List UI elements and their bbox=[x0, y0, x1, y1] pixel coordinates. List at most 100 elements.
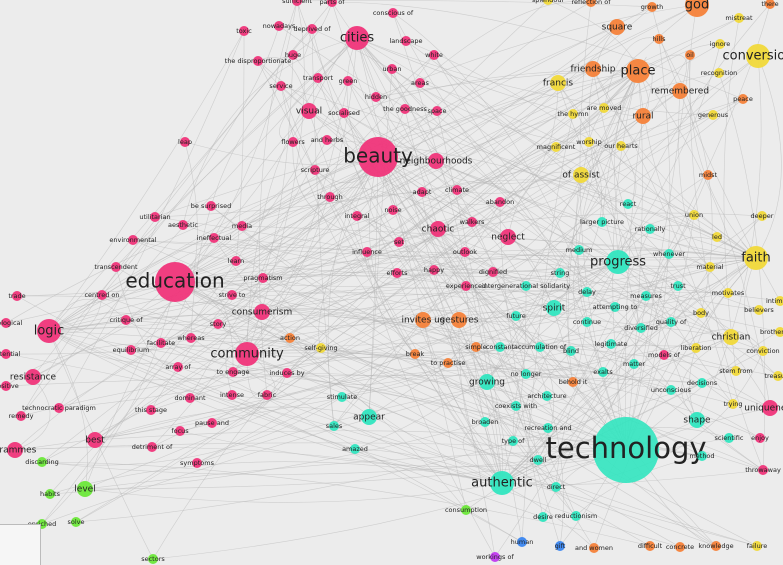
node-oil[interactable]: oil bbox=[685, 50, 695, 60]
node-be-surprised[interactable]: be surprised bbox=[191, 201, 232, 211]
node-quality-of[interactable]: quality of bbox=[656, 317, 687, 327]
node-blind[interactable]: blind bbox=[563, 346, 579, 356]
node-square[interactable]: square bbox=[602, 19, 633, 35]
node-peace[interactable]: peace bbox=[733, 94, 753, 104]
node-god[interactable]: god bbox=[685, 0, 709, 17]
node-legitimate[interactable]: legitimate bbox=[595, 339, 628, 349]
node-mistreat[interactable]: mistreat bbox=[725, 13, 753, 23]
node-throwaway[interactable]: throwaway bbox=[745, 465, 781, 475]
node-happy[interactable]: happy bbox=[424, 265, 444, 275]
node-to-engage[interactable]: to engage bbox=[217, 367, 250, 377]
node-positive[interactable]: positive bbox=[0, 381, 19, 391]
node-conversion[interactable]: conversion bbox=[723, 44, 783, 68]
node-set[interactable]: set bbox=[394, 237, 404, 247]
node-sales[interactable]: sales bbox=[326, 421, 343, 431]
node-noise[interactable]: noise bbox=[384, 205, 402, 215]
node-facilitate[interactable]: facilitate bbox=[147, 338, 175, 348]
node-induces-by[interactable]: induces by bbox=[269, 368, 305, 378]
node-pragmatism[interactable]: pragmatism bbox=[243, 273, 283, 283]
node-green[interactable]: green bbox=[339, 76, 358, 86]
node-dwell[interactable]: dwell bbox=[529, 455, 547, 465]
node-solve[interactable]: solve bbox=[67, 517, 85, 527]
node-of-assist[interactable]: of assist bbox=[562, 167, 600, 183]
node-there[interactable]: there bbox=[761, 0, 779, 9]
node-growth[interactable]: growth bbox=[641, 2, 664, 12]
node-grammes[interactable]: grammes bbox=[0, 442, 37, 458]
node-rationally[interactable]: rationally bbox=[635, 224, 666, 234]
node-models-of[interactable]: models of bbox=[648, 350, 681, 360]
node-remedy[interactable]: remedy bbox=[9, 411, 34, 421]
node-enjoy[interactable]: enjoy bbox=[751, 433, 769, 443]
node-adapt[interactable]: adapt bbox=[413, 187, 432, 197]
node-climate[interactable]: climate bbox=[445, 185, 469, 195]
node-magnificent[interactable]: magnificent bbox=[537, 142, 576, 152]
node-desire[interactable]: desire bbox=[533, 512, 553, 522]
node-constant[interactable]: constant bbox=[486, 342, 515, 352]
node-critique-of[interactable]: critique of bbox=[110, 315, 144, 325]
node-diversified[interactable]: diversified bbox=[624, 323, 658, 333]
node-worship[interactable]: worship bbox=[576, 137, 602, 147]
node-resistance[interactable]: resistance bbox=[10, 369, 57, 385]
node-christian[interactable]: christian bbox=[712, 329, 751, 345]
node-influence[interactable]: influence bbox=[352, 247, 382, 257]
node-body[interactable]: body bbox=[693, 308, 709, 318]
node-ineffectual[interactable]: ineffectual bbox=[197, 233, 232, 243]
node-toxic[interactable]: toxic bbox=[236, 26, 252, 36]
node-faith[interactable]: faith bbox=[741, 246, 771, 270]
node-authentic[interactable]: authentic bbox=[471, 471, 533, 495]
node-abandon[interactable]: abandon bbox=[486, 197, 514, 207]
node-union[interactable]: union bbox=[685, 210, 703, 220]
node-beauty[interactable]: beauty bbox=[343, 137, 413, 177]
node-trying[interactable]: trying bbox=[723, 399, 743, 409]
node-white[interactable]: white bbox=[425, 50, 443, 60]
node-scripture[interactable]: scripture bbox=[301, 165, 330, 175]
node-equilibrium[interactable]: equilibrium bbox=[113, 345, 150, 355]
node-cities[interactable]: cities bbox=[340, 26, 374, 50]
node-attempting-to[interactable]: attempting to bbox=[593, 302, 638, 312]
node-midst[interactable]: midst bbox=[699, 170, 718, 180]
node-consumerism[interactable]: consumerism bbox=[232, 304, 293, 320]
node-through[interactable]: through bbox=[317, 192, 343, 202]
node-intense[interactable]: intense bbox=[220, 390, 244, 400]
node-accumulation-of[interactable]: accumulation of bbox=[514, 342, 567, 352]
node-the-disproportionate[interactable]: the disproportionate bbox=[225, 56, 291, 66]
node-intimacy[interactable]: intimacy bbox=[766, 296, 783, 306]
node-nowadays[interactable]: nowadays bbox=[263, 21, 296, 31]
node-experienced[interactable]: experienced bbox=[446, 281, 486, 291]
node-and-herbs[interactable]: and herbs bbox=[311, 135, 344, 145]
node-method[interactable]: method bbox=[689, 451, 715, 461]
node-technology[interactable]: technology bbox=[545, 417, 707, 483]
node-technocratic-paradigm[interactable]: technocratic paradigm bbox=[22, 403, 96, 413]
node-conscious-of[interactable]: conscious of bbox=[373, 8, 414, 18]
node-led[interactable]: led bbox=[712, 232, 722, 242]
node-detriment-of[interactable]: detriment of bbox=[132, 442, 173, 452]
node-the-hymn[interactable]: the hymn bbox=[557, 109, 589, 119]
node-parts-of[interactable]: parts of bbox=[319, 0, 345, 7]
node-huge[interactable]: huge bbox=[285, 50, 301, 60]
node-reductionism[interactable]: reductionism bbox=[555, 511, 597, 521]
node-array-of[interactable]: array of bbox=[165, 362, 191, 372]
node-neighbourhoods[interactable]: neighbourhoods bbox=[400, 153, 473, 169]
node-focus[interactable]: focus bbox=[171, 426, 189, 436]
node-efforts[interactable]: efforts bbox=[386, 268, 408, 278]
node-integral[interactable]: integral bbox=[344, 211, 370, 221]
node-centred-on[interactable]: centred on bbox=[84, 290, 120, 300]
node-larger-picture[interactable]: larger picture bbox=[580, 217, 624, 227]
node-space[interactable]: space bbox=[427, 106, 447, 116]
node-treasure[interactable]: treasure bbox=[764, 371, 783, 381]
node-this-stage[interactable]: this stage bbox=[135, 405, 167, 415]
node-delay[interactable]: delay bbox=[578, 287, 596, 297]
node-the-goodness[interactable]: the goodness bbox=[383, 104, 428, 114]
node-workings-of[interactable]: workings of bbox=[476, 552, 514, 562]
node-self-giving[interactable]: self-giving bbox=[304, 343, 338, 353]
node-education[interactable]: education bbox=[125, 262, 225, 302]
node-direct[interactable]: direct bbox=[547, 482, 566, 492]
node-neglect[interactable]: neglect bbox=[491, 229, 525, 245]
node-learn[interactable]: learn bbox=[228, 256, 244, 266]
node-whenever[interactable]: whenever bbox=[653, 249, 685, 259]
node-best[interactable]: best bbox=[85, 432, 105, 448]
node-urban[interactable]: urban bbox=[382, 64, 402, 74]
node-strive-to[interactable]: strive to bbox=[219, 290, 246, 300]
node-areas[interactable]: areas bbox=[411, 78, 430, 88]
node-chaotic[interactable]: chaotic bbox=[422, 221, 455, 237]
